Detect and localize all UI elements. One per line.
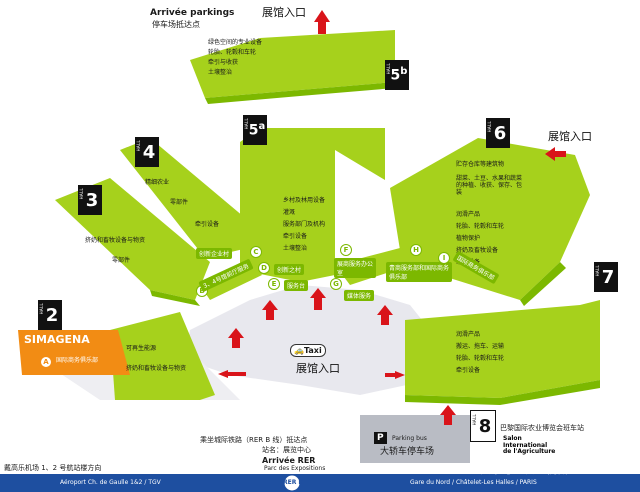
hall-5a-item: 乡村及林用设备	[283, 197, 326, 204]
entrance-right-label: 展馆入口	[548, 130, 592, 143]
hall-5b-item: 轮胎、轮毂和车轮	[208, 49, 257, 56]
service-g-marker: G	[330, 278, 342, 290]
hall-5b-item: 牵引与收获	[208, 59, 239, 66]
hall-6-item: 贮存仓库等建筑物	[456, 161, 505, 168]
airport-label: 戴高乐机场 1、2 号航站楼方向	[4, 464, 102, 472]
service-d-label: 创新之村	[274, 264, 305, 275]
hall-3-tag: HALL 3	[78, 185, 102, 215]
service-f-marker: F	[340, 244, 352, 256]
rer-line3: Arrivée RER	[262, 456, 316, 465]
hall-3-item: 挤奶和畜牧设备与物资	[85, 237, 146, 244]
hall-7-tag: HALL 7	[594, 262, 618, 292]
service-i-marker: I	[438, 252, 450, 264]
service-e-label: 服务台	[284, 280, 309, 291]
salon-logo-line2: International	[503, 441, 548, 449]
service-h-label: 青商服务部和国际商务俱乐部	[386, 262, 452, 282]
walkway	[185, 285, 430, 395]
service-g-label: 媒体服务	[344, 290, 375, 301]
rer-line2: 站名：展览中心	[262, 446, 311, 454]
hall-1-item: 挤奶和畜牧设备与物资	[126, 365, 187, 372]
hall-4-tag: HALL 4	[135, 137, 159, 167]
service-c-label: 创新企业村	[196, 248, 233, 259]
hall-8-tag: HALL 8	[470, 410, 496, 442]
hall-6-item: 挤奶及畜牧设备	[456, 247, 499, 254]
rer-line4: Parc des Expositions	[264, 465, 326, 472]
hall-6-item: 润滑产品	[456, 211, 481, 218]
hall-7-shape	[405, 300, 600, 398]
parking-bus-label-zh: 大轿车停车场	[380, 447, 435, 457]
hall-4-item: 牵引设备	[195, 221, 220, 228]
rer-line1: 乘坐城际铁路（RER B 线）抵达点	[200, 436, 308, 444]
service-c-marker: C	[250, 246, 262, 258]
watermark: 头条号 / 农业机械	[480, 463, 568, 476]
rer-badge: RER B	[283, 479, 304, 486]
entrance-top-label: 展馆入口	[262, 6, 306, 19]
rer-logo	[284, 475, 300, 491]
hall-6-tag: HALL 6	[486, 118, 510, 148]
salon-logo: Salon International de l'Agriculture	[503, 435, 556, 456]
entrance-arrows	[218, 10, 566, 425]
service-a-marker: A	[40, 356, 52, 368]
hall-4-item: 零部件	[170, 199, 189, 206]
hall-1-item: 可再生能源	[126, 345, 157, 352]
hall-5a-tag: HALL 5a	[243, 115, 267, 145]
hall-5b-tag: HALL 5b	[385, 60, 409, 90]
service-e-marker: E	[268, 278, 280, 290]
service-h-marker: H	[410, 244, 422, 256]
hall-5a-shape	[240, 128, 385, 282]
hall-6-item: 甜菜、土豆、水果和蔬菜的种植、收获、保存、包装	[456, 175, 523, 196]
hall-7-item: 搬运、拖车、运输	[456, 343, 505, 350]
simagena-club: 国际商务俱乐部	[56, 357, 99, 364]
hall-7-item: 轮胎、轮毂和车轮	[456, 355, 505, 362]
hall-4-shape	[120, 138, 250, 258]
hall-5a-item: 灌溉	[283, 209, 296, 216]
hall-6-item: 轮胎、轮毂和车轮	[456, 223, 505, 230]
entrance-center-label: 展馆入口	[296, 362, 340, 375]
hall-5b-item: 土壤整治	[208, 69, 233, 76]
parking-bus-label-en: Parking bus	[392, 435, 427, 442]
hall-7-item: 润滑产品	[456, 331, 481, 338]
shuttle-label: 巴黎国际农业博览会班车站	[500, 424, 584, 432]
parkings-title: Arrivée parkings	[150, 8, 235, 18]
hall-1-shape	[110, 312, 215, 400]
hall-6-item: 植物保护	[456, 235, 481, 242]
road-left-label: Aéroport Ch. de Gaulle 1&2 / TGV	[60, 479, 161, 486]
service-d-marker: D	[258, 262, 270, 274]
road-right-label: Gare du Nord / Châtelet-Les Halles / PAR…	[410, 479, 537, 486]
salon-logo-line1: Salon	[503, 435, 522, 442]
taxi-label: 🚕Taxi	[290, 344, 326, 358]
hall-5a-item: 牵引设备	[283, 233, 308, 240]
hall-5a-item: 土壤整治	[283, 245, 308, 252]
simagena-title: SIMAGENA	[24, 333, 90, 346]
hall-4-item: 精细农业	[145, 179, 170, 186]
hall-2-tag: HALL 2	[38, 300, 62, 330]
hall-5b-item: 绿色空间的专业设备	[208, 39, 263, 46]
hall-7-item: 牵引设备	[456, 367, 481, 374]
hall-5b-shape	[190, 30, 395, 98]
parking-p-icon: P	[374, 432, 387, 445]
hall-5a-item: 服务部门及机构	[283, 221, 326, 228]
parkings-subtitle: 停车场抵达点	[152, 20, 200, 29]
service-f-label: 展商服务办公室	[334, 258, 376, 278]
taxi-icon: 🚕	[294, 346, 304, 355]
salon-logo-line3: de l'Agriculture	[503, 448, 556, 456]
hall-3-item: 零部件	[112, 257, 131, 264]
